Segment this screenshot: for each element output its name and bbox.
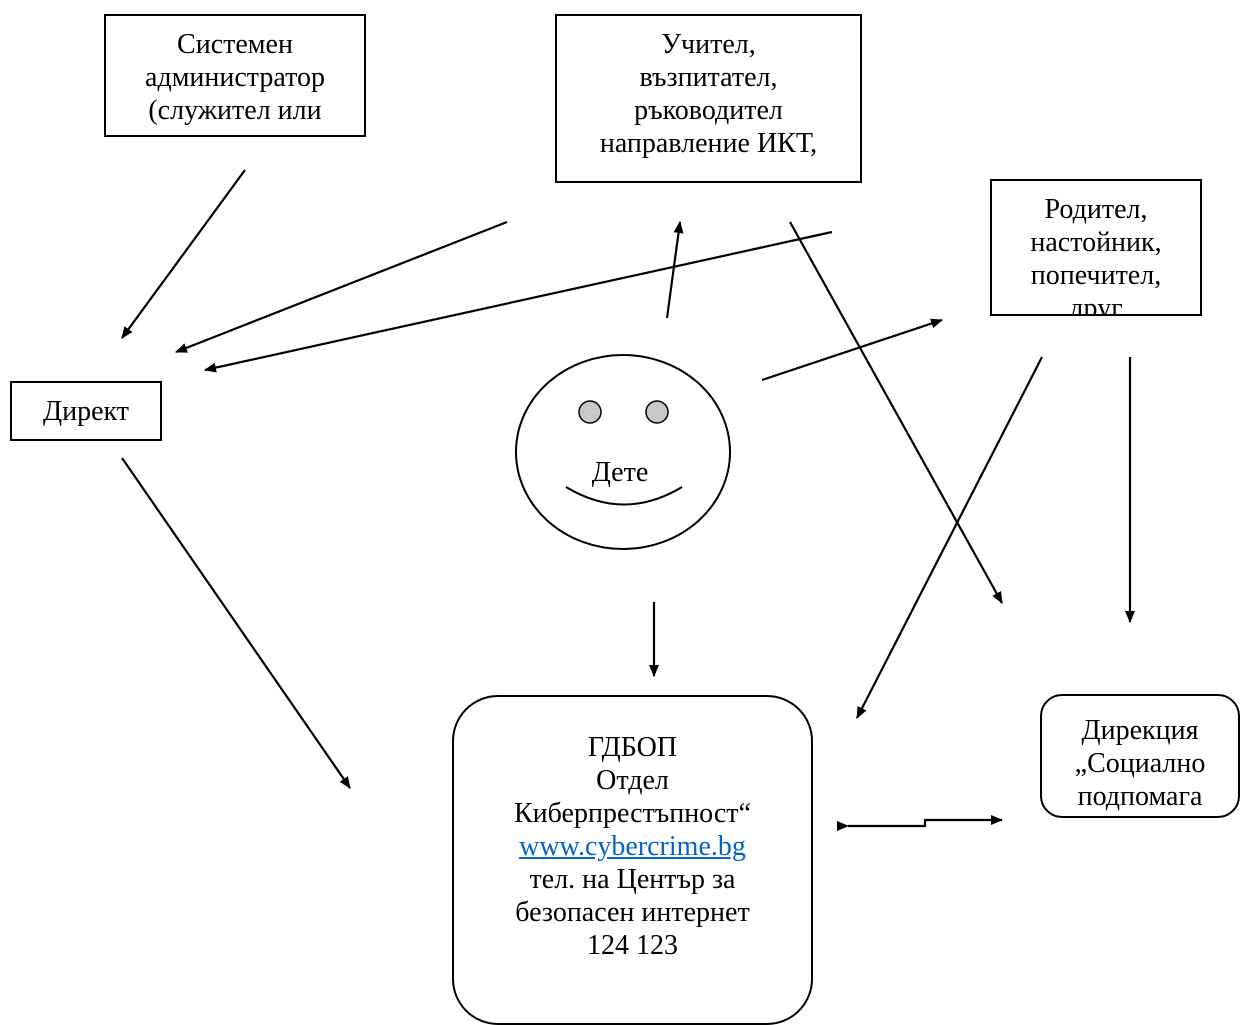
arrow-teacher-to-director xyxy=(175,220,508,354)
gdbop-phone-label: тел. на Център за xyxy=(529,864,736,895)
arrow-sysadmin-to-director xyxy=(121,169,246,339)
arrow-child-to-parent xyxy=(761,318,943,382)
gdbop-title: ГДБОП xyxy=(587,732,678,763)
arrow-parent-to-gdbop xyxy=(856,356,1043,719)
director-box: Директ xyxy=(10,381,162,441)
parent-box: Родител, настойник, попечител, друг xyxy=(990,179,1202,316)
social-line-1: Дирекция xyxy=(1081,715,1199,746)
child-label: Дете xyxy=(591,457,649,488)
teacher-line-3: ръководител xyxy=(634,95,783,126)
child-smiley-face xyxy=(515,354,731,550)
arrow-director-to-gdbop xyxy=(121,457,351,789)
director-label: Директ xyxy=(43,396,129,427)
sysadmin-line-2: администратор xyxy=(145,62,325,93)
social-assistance-box: Дирекция „Социално подпомага xyxy=(1040,694,1240,818)
arrow-teacher-to-social xyxy=(789,221,1003,604)
gdbop-cybercrime: Киберпрестъпност“ xyxy=(514,798,751,829)
right-eye-icon xyxy=(645,400,669,424)
parent-line-3: попечител, xyxy=(1030,260,1162,291)
arrow-child-to-teacher xyxy=(665,221,684,319)
gdbop-safe-internet: безопасен интернет xyxy=(515,897,750,928)
parent-line-4: друг xyxy=(1069,293,1123,316)
gdbop-box: ГДБОП Отдел Киберпрестъпност“ www.cyberc… xyxy=(452,695,813,1025)
sysadmin-box: Системен администратор (служител или xyxy=(104,14,366,137)
smile-icon xyxy=(565,486,683,506)
sysadmin-line-3: (служител или xyxy=(148,95,322,126)
gdbop-department: Отдел xyxy=(596,765,669,796)
teacher-box: Учител, възпитател, ръководител направле… xyxy=(555,14,862,183)
teacher-line-1: Учител, xyxy=(661,29,756,60)
parent-line-1: Родител, xyxy=(1044,194,1148,225)
social-line-3: подпомага xyxy=(1077,781,1203,812)
cybercrime-website-link[interactable]: www.cybercrime.bg xyxy=(519,831,746,862)
arrow-gdbop-social-bidirectional xyxy=(837,815,1003,831)
parent-line-2: настойник, xyxy=(1030,227,1162,258)
left-eye-icon xyxy=(578,400,602,424)
social-line-2: „Социално xyxy=(1074,748,1206,779)
arrow-parent-to-director xyxy=(204,230,833,373)
teacher-line-2: възпитател, xyxy=(639,62,778,93)
teacher-line-4: направление ИКТ, xyxy=(599,128,818,159)
gdbop-phone-number: 124 123 xyxy=(587,930,678,961)
sysadmin-line-1: Системен xyxy=(177,29,293,60)
